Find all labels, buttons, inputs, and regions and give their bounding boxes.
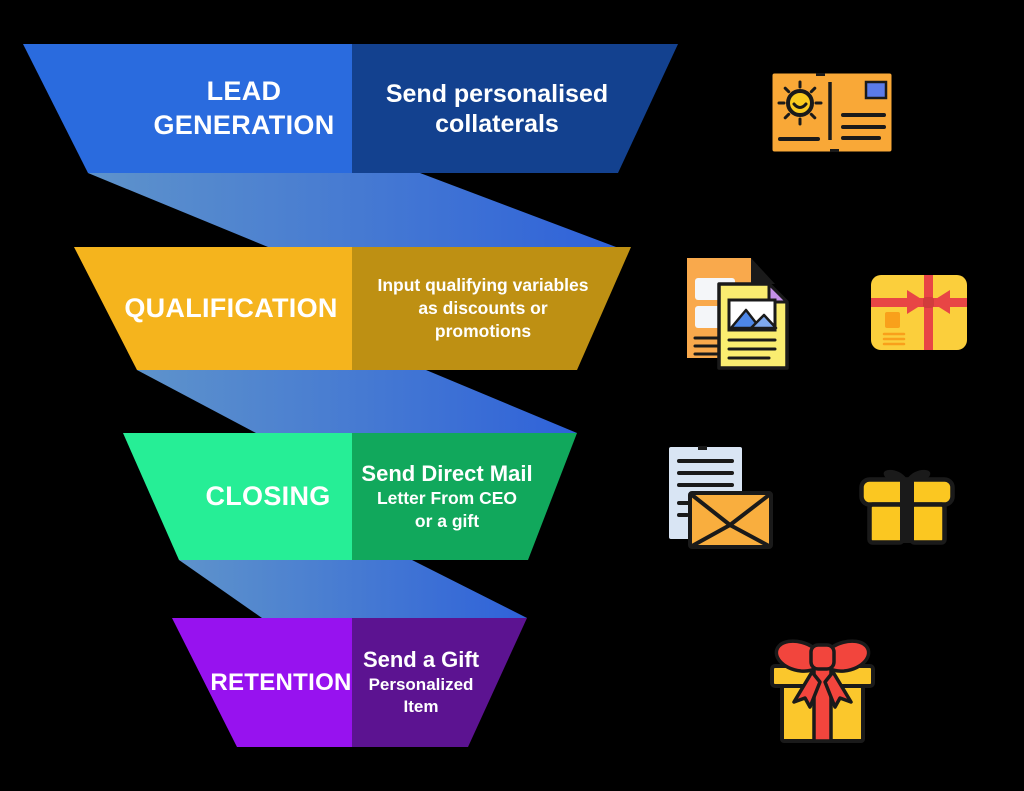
stage-description-text: Send personalised collaterals <box>385 79 609 138</box>
gift-box-body-right <box>909 502 947 545</box>
stage-label-closing: CLOSING <box>184 433 352 560</box>
gift-card-lines <box>882 332 906 346</box>
stage-description-line: or a gift <box>414 510 480 531</box>
bow-loop-right <box>931 290 950 314</box>
postcard-icon <box>772 73 892 152</box>
stage-lead-generation-right-panel <box>352 44 678 173</box>
stage-description-line: Letter From CEO <box>376 487 518 508</box>
stage-qualification-right-panel <box>352 247 631 370</box>
gift-card-ribbon-vertical <box>924 275 933 350</box>
gift-card-icon <box>871 275 967 350</box>
address-lines <box>841 113 886 140</box>
stage-description-title: Send Direct Mail <box>361 460 533 486</box>
stage-description-line: Item <box>403 696 439 716</box>
funnel-connector-1 <box>88 173 616 247</box>
stage-qualification-left-panel <box>74 247 352 370</box>
stage-description-lead-generation: Send personalised collaterals <box>352 44 642 173</box>
stage-description-line: Personalized <box>368 674 474 694</box>
sun-smile <box>792 102 808 109</box>
stage-label-retention: RETENTION <box>210 618 352 747</box>
letter-notch <box>698 446 707 450</box>
stage-label-text: QUALIFICATION <box>124 292 338 323</box>
stage-description-title: Send a Gift <box>362 647 480 673</box>
stage-label-lead-generation: LEAD GENERATION <box>136 44 352 173</box>
stage-description-line: Input qualifying variables <box>377 275 589 296</box>
funnel-connector-2 <box>137 370 577 433</box>
stage-description-line: promotions <box>434 320 532 341</box>
envelope-icon <box>688 491 773 549</box>
postcard-notch-top <box>816 73 825 76</box>
stage-description-closing: Send Direct Mail Letter From CEO or a gi… <box>352 433 542 560</box>
funnel-connector-3 <box>179 560 527 618</box>
bow-knot <box>923 297 934 308</box>
envelope-fold-lines <box>690 493 771 548</box>
stage-retention-left-panel <box>172 618 352 747</box>
document-back-fold <box>751 258 775 284</box>
document-front-lines <box>727 338 777 360</box>
stage-label-text: RETENTION <box>210 668 352 696</box>
bow-tail-left <box>792 670 822 709</box>
stamp-icon <box>864 80 888 100</box>
stage-retention-right-panel <box>352 618 527 747</box>
documents-icon <box>687 258 789 370</box>
gift-with-bow-icon <box>770 639 875 743</box>
sun-icon <box>786 89 814 117</box>
stage-closing-left-panel <box>123 433 352 560</box>
stage-description-retention: Send a Gift Personalized Item <box>352 618 490 747</box>
letter-lines <box>677 459 734 517</box>
stage-closing-right-panel <box>352 433 577 560</box>
sun-rays-icon <box>777 80 823 126</box>
gift-box-icon <box>859 469 955 545</box>
gift-card-base <box>871 275 967 350</box>
stage-label-text: CLOSING <box>205 480 331 511</box>
letter-envelope-icon <box>669 446 773 549</box>
mountain-icon <box>749 313 778 330</box>
gift-card-chip <box>885 312 900 328</box>
gift-box-body-left <box>867 502 905 545</box>
bow-tail-right <box>823 670 853 709</box>
bow-loop-left <box>907 290 926 314</box>
gift-box-ribbon <box>900 479 914 543</box>
postcard-notch-bottom <box>830 149 839 152</box>
stage-description-line: as discounts or <box>418 298 548 319</box>
stage-lead-generation-left-panel <box>23 44 352 173</box>
bow-knot <box>809 643 836 671</box>
stage-label-qualification: QUALIFICATION <box>110 247 352 370</box>
stage-label-text: LEAD GENERATION <box>153 75 335 140</box>
document-front-fold <box>767 282 789 304</box>
stage-description-qualification: Input qualifying variables as discounts … <box>352 247 614 370</box>
mountain-icon <box>729 308 762 330</box>
